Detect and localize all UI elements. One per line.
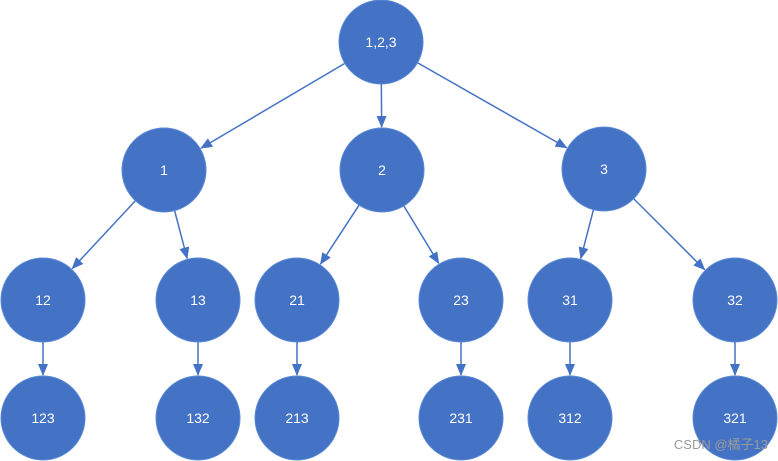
node-n312: 312 xyxy=(527,375,613,461)
node-label: 321 xyxy=(723,410,747,426)
node-label: 132 xyxy=(186,410,210,426)
node-n231: 231 xyxy=(418,375,504,461)
watermark: CSDN @橘子13 xyxy=(673,437,768,452)
node-n23: 23 xyxy=(418,257,504,343)
node-label: 2 xyxy=(378,162,386,178)
node-n12: 12 xyxy=(0,257,86,343)
node-label: 23 xyxy=(453,292,469,308)
node-n1: 1 xyxy=(121,127,207,213)
edge-n1-n13 xyxy=(173,210,190,260)
node-n132: 132 xyxy=(155,375,241,461)
edge-n3-n31 xyxy=(578,209,595,260)
node-circle xyxy=(692,257,778,343)
node-circle xyxy=(339,127,425,213)
edge-n2-n21 xyxy=(319,204,360,265)
node-label: 1 xyxy=(160,162,168,178)
node-n31: 31 xyxy=(527,257,613,343)
node-circle xyxy=(527,257,613,343)
node-label: 3 xyxy=(600,161,608,177)
node-n32: 32 xyxy=(692,257,778,343)
edge-root-n1 xyxy=(200,62,346,149)
node-circle xyxy=(121,127,207,213)
node-label: 231 xyxy=(449,410,473,426)
node-circle xyxy=(254,375,340,461)
node-circle xyxy=(561,126,647,212)
node-label: 32 xyxy=(727,292,743,308)
node-label: 1,2,3 xyxy=(365,34,396,50)
node-n123: 123 xyxy=(0,375,86,461)
node-circle xyxy=(338,0,424,85)
node-circle xyxy=(0,257,86,343)
node-n213: 213 xyxy=(254,375,340,461)
node-n321: 321 xyxy=(692,375,778,461)
node-circle xyxy=(0,375,86,461)
node-label: 21 xyxy=(289,292,305,308)
node-n13: 13 xyxy=(155,257,241,343)
node-n2: 2 xyxy=(339,127,425,213)
edge-n3-n32 xyxy=(633,198,706,271)
node-circle xyxy=(155,375,241,461)
edge-n2-n23 xyxy=(403,205,440,265)
node-label: 12 xyxy=(35,292,51,308)
node-label: 213 xyxy=(285,410,309,426)
node-n3: 3 xyxy=(561,126,647,212)
node-label: 123 xyxy=(31,410,55,426)
edge-n1-n12 xyxy=(71,200,136,270)
node-root: 1,2,3 xyxy=(338,0,424,85)
node-circle xyxy=(418,375,504,461)
node-circle xyxy=(527,375,613,461)
node-n21: 21 xyxy=(254,257,340,343)
node-circle xyxy=(155,257,241,343)
node-label: 312 xyxy=(558,410,582,426)
edge-root-n3 xyxy=(417,62,568,149)
node-label: 13 xyxy=(190,292,206,308)
node-label: 31 xyxy=(562,292,578,308)
node-circle xyxy=(254,257,340,343)
node-circle xyxy=(418,257,504,343)
node-circle xyxy=(692,375,778,461)
edges-layer xyxy=(38,62,740,376)
